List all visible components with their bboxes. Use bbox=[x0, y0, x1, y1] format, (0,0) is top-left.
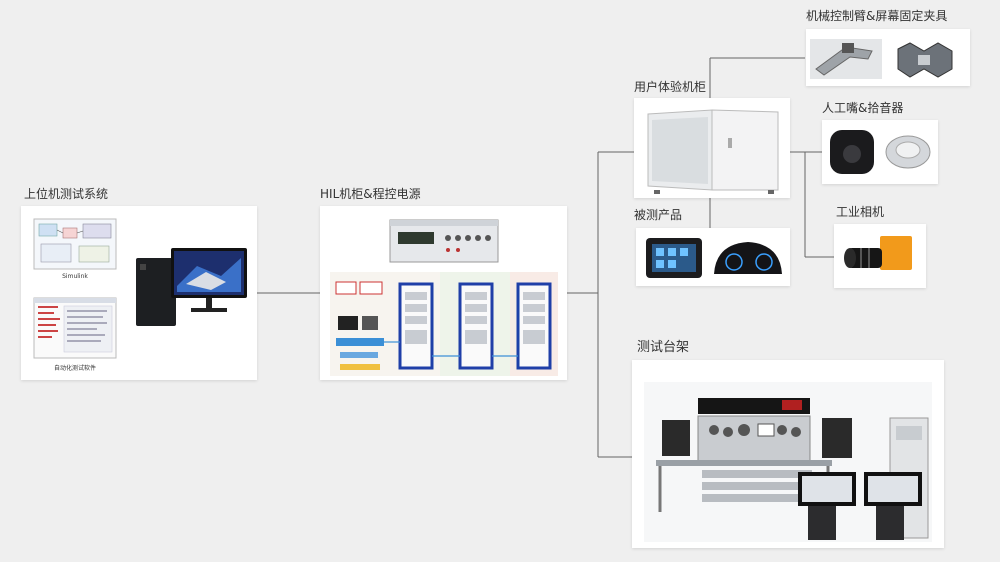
simulink-caption: Simulink bbox=[62, 273, 88, 280]
dut-title: 被测产品 bbox=[634, 208, 683, 222]
test-rack-illustration bbox=[644, 382, 932, 542]
camera-title: 工业相机 bbox=[836, 205, 885, 219]
hil-cabinet-title: HIL机柜&程控电源 bbox=[320, 187, 421, 201]
host-system-illustration bbox=[33, 218, 247, 359]
mouth-ear-illustration bbox=[830, 130, 931, 174]
test-rack-title: 测试台架 bbox=[637, 340, 690, 355]
mouth-ear-card bbox=[822, 120, 938, 184]
host-system-title: 上位机测试系统 bbox=[24, 187, 109, 201]
camera-illustration bbox=[844, 236, 912, 270]
camera-card bbox=[834, 224, 926, 288]
arm-fixture-card bbox=[806, 29, 970, 86]
automation-software-caption: 自动化测试软件 bbox=[53, 365, 96, 372]
arm-fixture-illustration bbox=[810, 39, 953, 79]
user-cabinet-illustration bbox=[647, 109, 779, 194]
arm-fixture-title: 机械控制臂&屏幕固定夹具 bbox=[806, 9, 948, 23]
test-rack-card bbox=[632, 360, 944, 548]
dut-card bbox=[636, 228, 790, 286]
dut-illustration bbox=[646, 238, 782, 278]
mouth-ear-title: 人工嘴&拾音器 bbox=[822, 101, 904, 115]
user-cabinet-title: 用户体验机柜 bbox=[634, 80, 707, 94]
user-cabinet-card bbox=[634, 98, 790, 198]
hil-cabinet-card bbox=[320, 206, 567, 380]
host-system-card: Simulink 自动化测试软件 bbox=[21, 206, 257, 380]
hil-cabinet-illustration bbox=[330, 219, 558, 376]
